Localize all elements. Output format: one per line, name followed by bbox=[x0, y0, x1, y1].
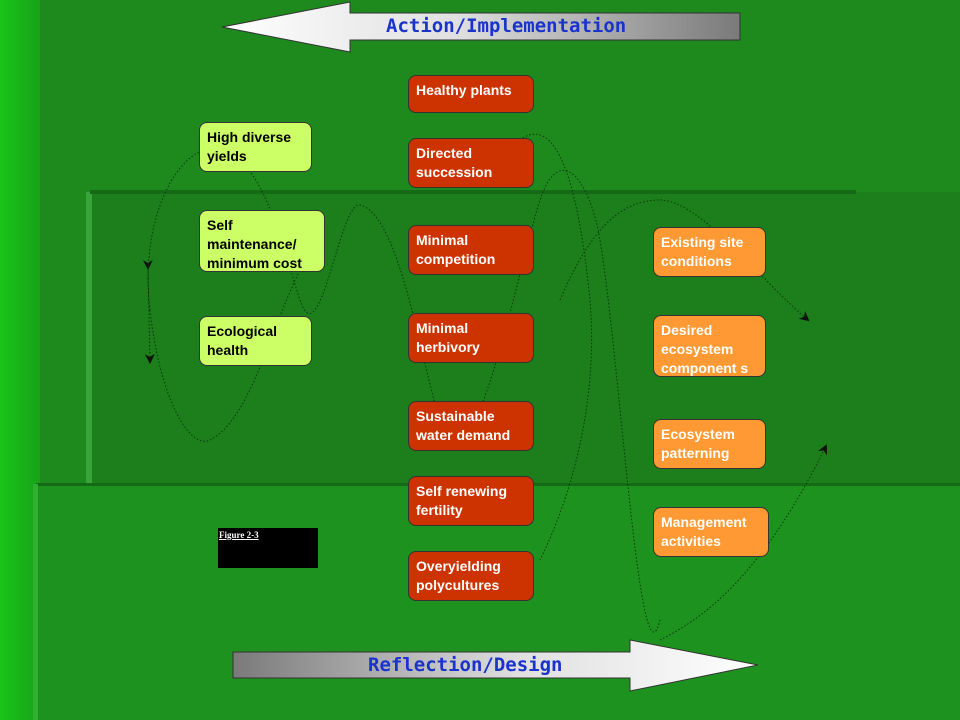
function-box-sustainable-water-demand: Sustainable water demand bbox=[408, 401, 534, 451]
top-arrow-shape bbox=[221, 1, 741, 53]
design-box-management-activities: Management activities bbox=[653, 507, 769, 557]
function-box-minimal-competition: Minimal competition bbox=[408, 225, 534, 275]
figure-caption: Figure 2-3 bbox=[218, 528, 318, 568]
design-box-ecosystem-patterning: Ecosystem patterning bbox=[653, 419, 766, 469]
function-box-healthy-plants: Healthy plants bbox=[408, 75, 534, 113]
function-box-self-renewing-fertility: Self renewing fertility bbox=[408, 476, 534, 526]
flow-curve-rise bbox=[659, 444, 827, 641]
top-arrow-label: Action/Implementation bbox=[386, 15, 627, 37]
function-box-overyielding-polycultures: Overyielding polycultures bbox=[408, 551, 534, 601]
left-vertical-arrow bbox=[142, 259, 155, 364]
flow-curve-mid bbox=[519, 133, 593, 561]
design-box-existing-site-conditions: Existing site conditions bbox=[653, 227, 766, 277]
bottom-arrow-shape bbox=[232, 639, 759, 692]
function-box-minimal-herbivory: Minimal herbivory bbox=[408, 313, 534, 363]
goal-box-ecological-health: Ecological health bbox=[199, 316, 312, 366]
function-box-directed-succession: Directed succession bbox=[408, 138, 534, 188]
bottom-arrow-label: Reflection/Design bbox=[368, 654, 563, 676]
goal-box-high-diverse-yields: High diverse yields bbox=[199, 122, 312, 172]
goal-box-self-maintenance: Self maintenance/ minimum cost bbox=[199, 210, 325, 272]
design-box-desired-ecosystem-components: Desired ecosystem component s bbox=[653, 315, 766, 377]
